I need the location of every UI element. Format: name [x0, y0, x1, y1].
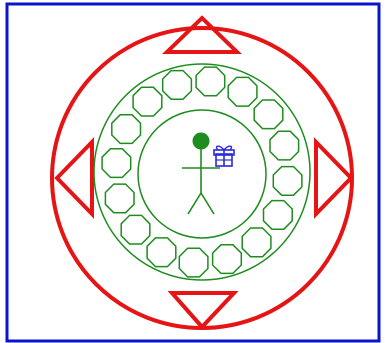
- triangle-down-icon[interactable]: [172, 293, 234, 327]
- octagon-slot-icon: [270, 131, 299, 160]
- triangle-left-icon[interactable]: [57, 142, 92, 214]
- octagon-slot-icon: [112, 115, 141, 144]
- hub-circle: [138, 110, 266, 238]
- octagon-slot-icon: [228, 77, 257, 106]
- octagon-slot-icon: [242, 228, 271, 257]
- triangle-up-icon[interactable]: [167, 18, 237, 52]
- octagon-slot-icon: [213, 245, 242, 274]
- player-head: [193, 133, 210, 150]
- octagon-slot-icon: [264, 201, 293, 230]
- player-left-leg: [188, 193, 201, 214]
- stick-figure-icon: [182, 133, 220, 215]
- octagon-slot-icon: [105, 184, 134, 213]
- octagon-slot-icon: [163, 71, 192, 100]
- wheel-slots: [102, 67, 302, 277]
- octagon-slot-icon: [147, 238, 176, 267]
- outer-ring: [52, 28, 352, 328]
- octagon-slot-icon: [254, 100, 283, 129]
- octagon-slot-icon: [133, 87, 162, 116]
- octagon-slot-icon: [196, 67, 225, 96]
- gift-icon: [214, 146, 234, 166]
- octagon-slot-icon: [102, 149, 131, 178]
- wheel-outer-ring: [94, 64, 310, 280]
- octagon-slot-icon: [179, 248, 208, 277]
- octagon-slot-icon: [121, 215, 150, 244]
- octagon-slot-icon: [273, 167, 302, 196]
- triangle-right-icon[interactable]: [316, 142, 351, 214]
- player-right-leg: [201, 193, 214, 214]
